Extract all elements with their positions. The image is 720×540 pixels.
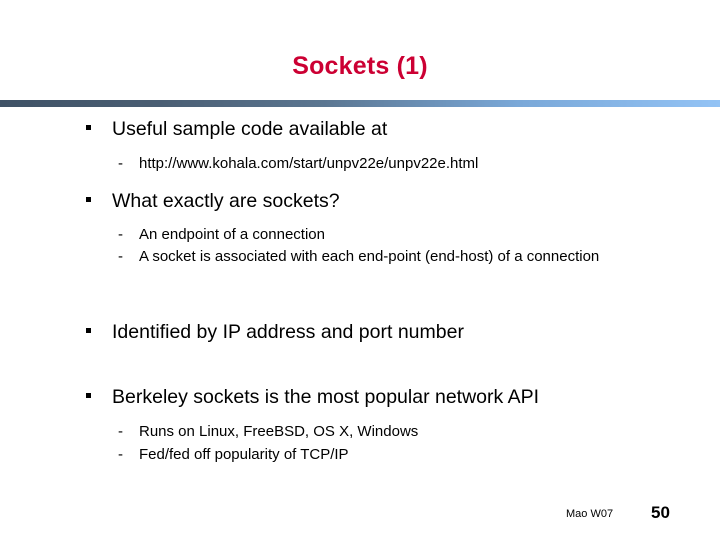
footer-page-number: 50 bbox=[651, 503, 670, 522]
bullet-item-level2: - An endpoint of a connection bbox=[0, 226, 720, 244]
sub-bullet-text: Runs on Linux, FreeBSD, OS X, Windows bbox=[139, 423, 419, 440]
sub-bullet-text: http://www.kohala.com/start/unpv22e/unpv… bbox=[139, 155, 479, 172]
dash-bullet-icon: - bbox=[118, 155, 123, 172]
dash-bullet-icon: - bbox=[118, 248, 123, 265]
bullet-item-level2: - A socket is associated with each end-p… bbox=[0, 248, 720, 266]
square-bullet-icon bbox=[86, 328, 91, 334]
sub-bullet-text: A socket is associated with each end-poi… bbox=[139, 248, 600, 265]
title-divider-bar bbox=[0, 100, 720, 107]
bullet-item-level2: - http://www.kohala.com/start/unpv22e/un… bbox=[0, 155, 720, 173]
bullet-group-1: Useful sample code available at - http:/… bbox=[0, 118, 720, 173]
bullet-group-4: Berkeley sockets is the most popular net… bbox=[0, 386, 720, 464]
square-bullet-icon bbox=[86, 125, 91, 131]
square-bullet-icon bbox=[86, 197, 91, 203]
footer-author: Mao W07 bbox=[566, 508, 614, 520]
dash-bullet-icon: - bbox=[118, 423, 123, 440]
dash-bullet-icon: - bbox=[118, 226, 123, 243]
dash-bullet-icon: - bbox=[118, 446, 123, 463]
square-bullet-icon bbox=[86, 393, 91, 399]
bullet-group-2: What exactly are sockets? - An endpoint … bbox=[0, 190, 720, 266]
page-title: Sockets (1) bbox=[292, 52, 428, 80]
bullet-text: Berkeley sockets is the most popular net… bbox=[112, 386, 540, 408]
slide-body: Useful sample code available at - http:/… bbox=[0, 118, 720, 488]
bullet-item-level2: - Fed/fed off popularity of TCP/IP bbox=[0, 446, 720, 464]
sub-bullet-group: - An endpoint of a connection - A socket… bbox=[0, 226, 720, 266]
bullet-item-level1: Useful sample code available at bbox=[0, 118, 720, 141]
bullet-item-level1: What exactly are sockets? bbox=[0, 190, 720, 213]
bullet-item-level1: Identified by IP address and port number bbox=[0, 321, 720, 344]
bullet-text: What exactly are sockets? bbox=[112, 190, 340, 212]
bullet-text: Identified by IP address and port number bbox=[112, 321, 464, 343]
bullet-group-3: Identified by IP address and port number bbox=[0, 321, 720, 344]
sub-bullet-group: - http://www.kohala.com/start/unpv22e/un… bbox=[0, 155, 720, 173]
bullet-item-level2: - Runs on Linux, FreeBSD, OS X, Windows bbox=[0, 423, 720, 441]
bullet-text: Useful sample code available at bbox=[112, 118, 388, 140]
sub-bullet-group: - Runs on Linux, FreeBSD, OS X, Windows … bbox=[0, 423, 720, 464]
bullet-item-level1: Berkeley sockets is the most popular net… bbox=[0, 386, 720, 409]
sub-bullet-text: Fed/fed off popularity of TCP/IP bbox=[139, 446, 349, 463]
sub-bullet-text: An endpoint of a connection bbox=[139, 226, 325, 243]
